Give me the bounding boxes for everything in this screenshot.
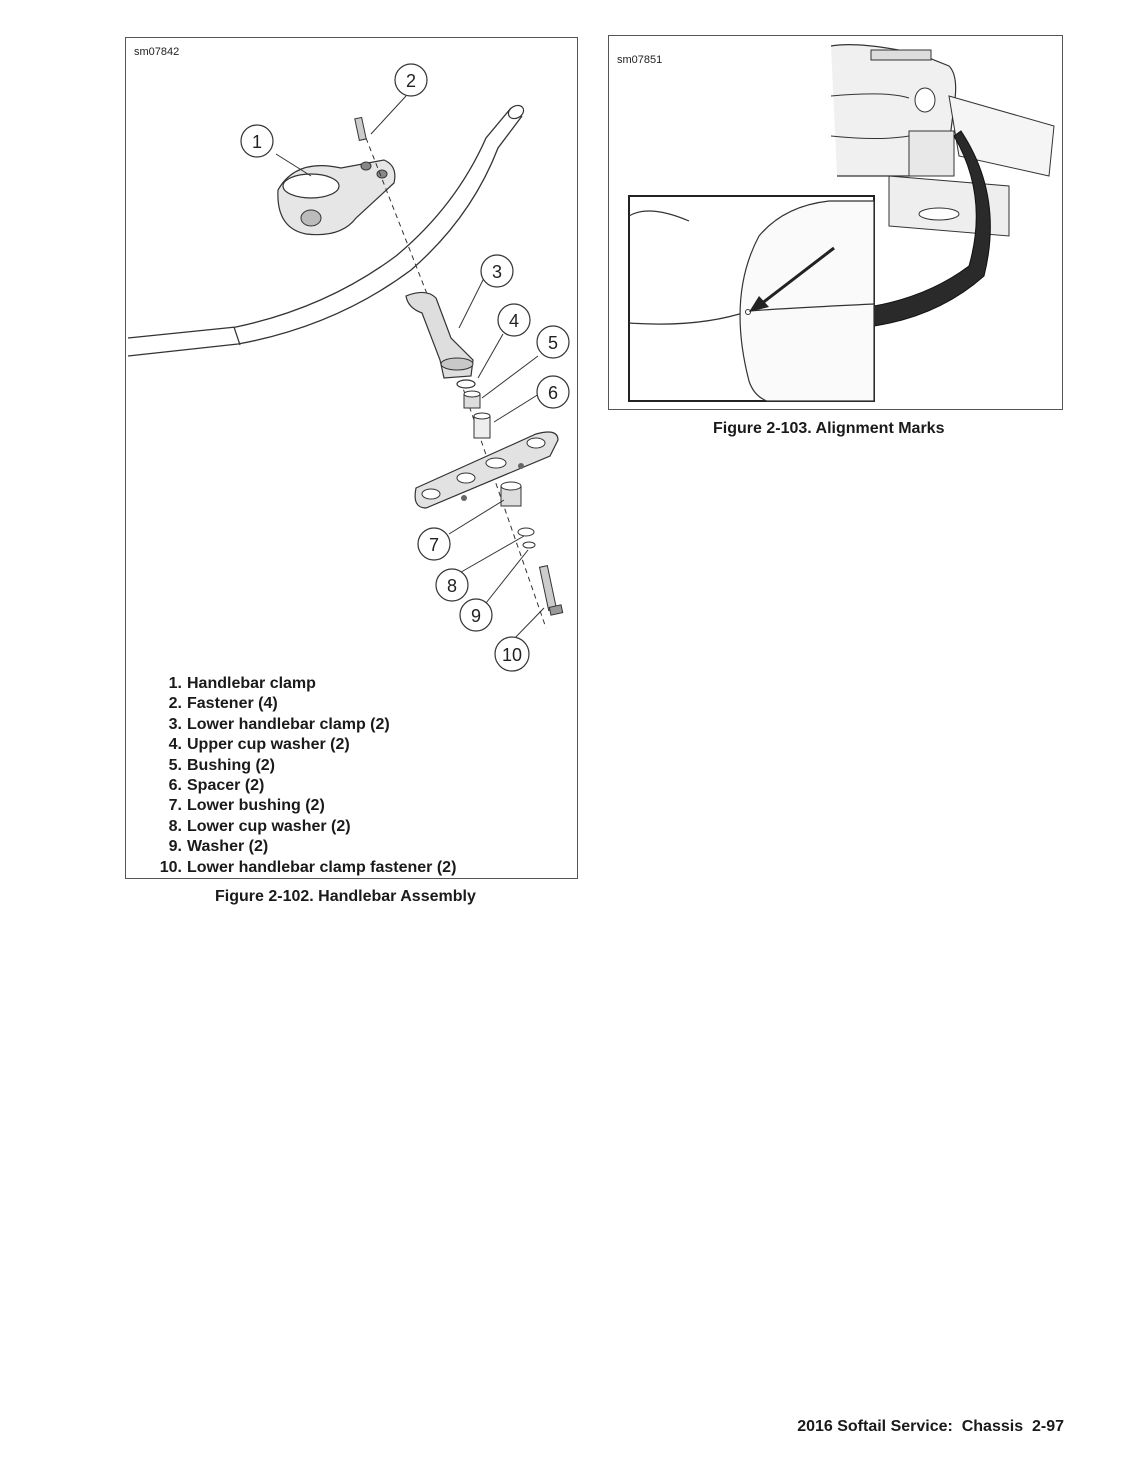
callout-2: 2 <box>394 63 428 97</box>
spacer-part <box>473 412 491 439</box>
parts-legend: 1.Handlebar clamp 2.Fastener (4) 3.Lower… <box>152 674 457 878</box>
lower-clamp-fastener-part <box>538 565 564 616</box>
callout-4: 4 <box>497 303 531 337</box>
legend-item: 8.Lower cup washer (2) <box>168 817 351 835</box>
figure-caption-alignment-marks: Figure 2-103. Alignment Marks <box>713 420 945 437</box>
lower-bushing-part <box>500 481 522 507</box>
callout-5: 5 <box>536 325 570 359</box>
callout-7: 7 <box>417 527 451 561</box>
alignment-arrow <box>760 246 835 306</box>
callout-8: 8 <box>435 568 469 602</box>
arrow-head <box>749 296 769 312</box>
washer-part <box>522 541 536 549</box>
callout-3: 3 <box>480 254 514 288</box>
lower-handlebar-clamp-part <box>405 291 474 379</box>
legend-item: 1.Handlebar clamp <box>168 675 316 692</box>
svg-text:1: 1 <box>252 132 262 152</box>
figure-id: sm07851 <box>617 54 663 66</box>
svg-text:3: 3 <box>492 262 502 282</box>
page-footer: 2016 Softail Service: Chassis 2-97 <box>797 1418 1064 1435</box>
inset-zoom <box>628 195 875 402</box>
callout-9: 9 <box>459 598 493 632</box>
legend-item: 2.Fastener (4) <box>168 695 278 713</box>
legend-item: 6.Spacer (2) <box>168 777 265 795</box>
lower-cup-washer-part <box>517 527 535 537</box>
handlebar-assembly-drawing: 1 2 3 4 5 6 7 8 9 10 <box>127 63 570 672</box>
callout-1: 1 <box>240 124 274 158</box>
callout-10: 10 <box>494 636 530 672</box>
alignment-marks-drawing <box>628 44 1055 402</box>
svg-text:7: 7 <box>429 535 439 555</box>
legend-item: 4.Upper cup washer (2) <box>168 736 350 754</box>
figure-caption-handlebar-assembly: Figure 2-102. Handlebar Assembly <box>215 888 476 905</box>
legend-item: 9.Washer (2) <box>168 838 269 856</box>
svg-text:10: 10 <box>502 645 522 665</box>
svg-text:8: 8 <box>447 576 457 596</box>
legend-item: 7.Lower bushing (2) <box>168 797 325 815</box>
svg-text:2: 2 <box>406 71 416 91</box>
legend-item: 3.Lower handlebar clamp (2) <box>168 715 390 733</box>
figure-alignment-marks: sm07851 <box>608 35 1063 410</box>
svg-text:5: 5 <box>548 333 558 353</box>
legend-item: 5.Bushing (2) <box>168 756 275 774</box>
svg-text:6: 6 <box>548 383 558 403</box>
handlebar-clamp-part <box>277 159 396 236</box>
triple-clamp-part <box>414 431 559 509</box>
bushing-part <box>463 390 481 409</box>
figure-id: sm07842 <box>134 46 180 58</box>
figure-handlebar-assembly: sm07842 <box>125 37 578 879</box>
legend-item: 10.Lower handlebar clamp fastener (2) <box>159 858 457 876</box>
upper-cup-washer-part <box>456 379 476 389</box>
svg-text:9: 9 <box>471 606 481 626</box>
svg-text:4: 4 <box>509 311 519 331</box>
callout-6: 6 <box>536 375 570 409</box>
fastener-part <box>354 116 367 141</box>
